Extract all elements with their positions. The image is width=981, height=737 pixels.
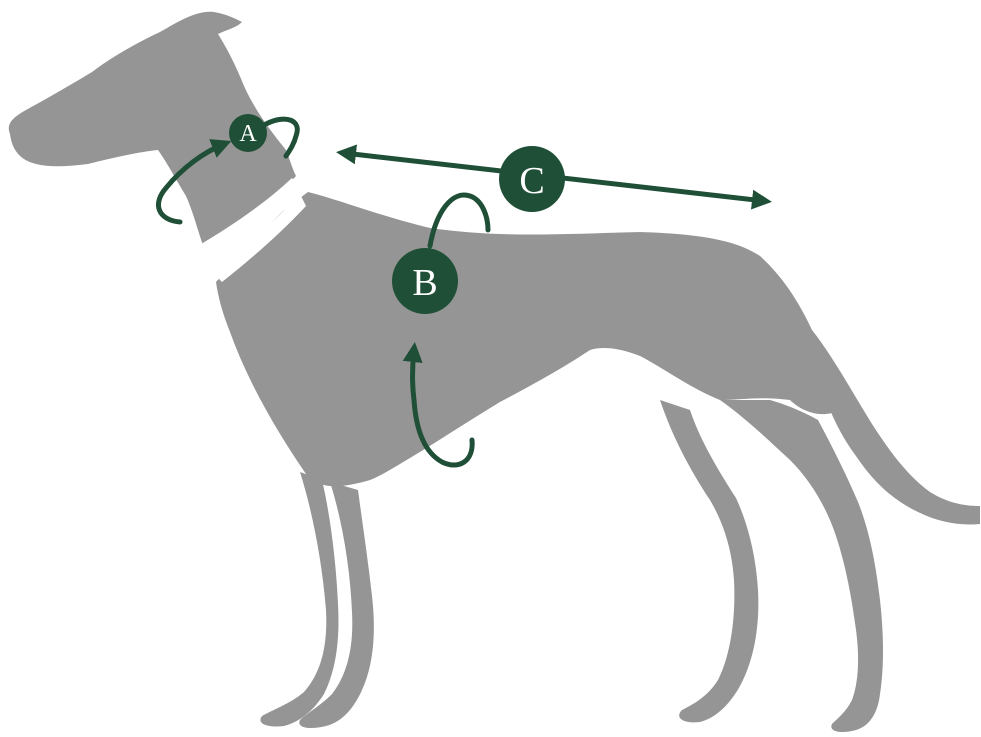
neck-arrow-tail	[263, 116, 300, 159]
chest-arrow-bottom	[402, 342, 475, 468]
dog-front-leg-front	[299, 482, 374, 728]
neck-circumference-arrow: A	[155, 114, 300, 225]
chest-girth-arrow: B	[392, 192, 491, 468]
marker-a-badge	[229, 114, 267, 152]
marker-b-label: B	[412, 262, 437, 304]
dog-front-leg-back	[260, 472, 339, 727]
dog-hind-leg-front	[720, 400, 883, 732]
marker-c-badge	[499, 146, 565, 212]
dog-tail	[812, 330, 980, 525]
marker-c-label: C	[519, 160, 544, 202]
collar-band	[198, 178, 300, 258]
back-length-arrow: C	[336, 144, 772, 212]
neck-arrow-curve	[155, 139, 232, 225]
dog-hind-leg-back	[660, 400, 759, 723]
marker-b-badge	[392, 248, 458, 314]
harness-band	[212, 194, 306, 282]
dog-torso	[216, 192, 840, 487]
dog-silhouette-icon	[8, 11, 980, 732]
marker-a-label: A	[239, 121, 257, 147]
dog-head	[8, 11, 296, 248]
